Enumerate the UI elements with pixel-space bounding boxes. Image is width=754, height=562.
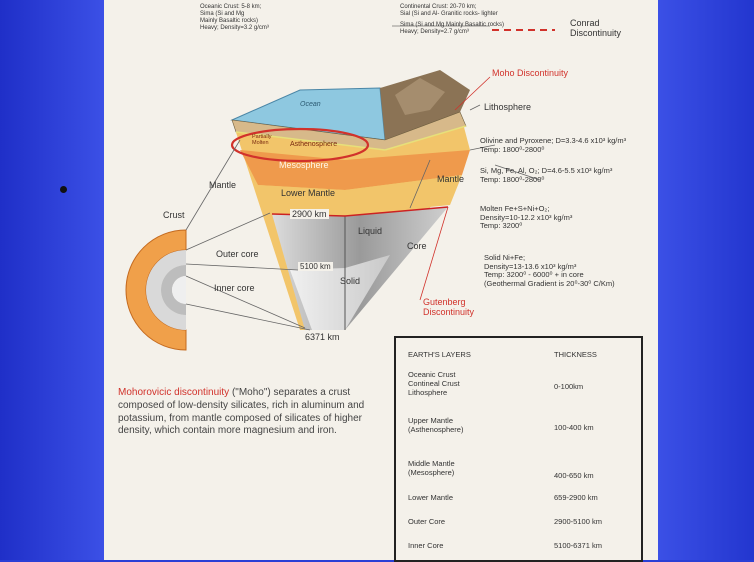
asthenosphere-label: Asthenosphere [290, 141, 337, 149]
conrad-label: Conrad Discontinuity [570, 18, 621, 39]
thickness-cell: 0-100km [554, 382, 583, 391]
thickness-cell: 2900-5100 km [554, 517, 602, 526]
lower-mantle-info: Si, Mg, Fe, Al, O₂; D=4.6-5.5 x10³ kg/m³… [480, 167, 612, 184]
thickness-cell: 659-2900 km [554, 493, 598, 502]
inner-core-label: Inner core [214, 283, 255, 293]
partially-molten-label: Partially Molten [252, 134, 272, 147]
upper-mantle-info: Olivine and Pyroxene; D=3.3-4.6 x10³ kg/… [480, 137, 626, 154]
header-thickness: THICKNESS [554, 350, 597, 359]
solid-label: Solid [340, 276, 360, 286]
thickness-cell: 400-650 km [554, 471, 594, 480]
moho-term: Mohorovicic discontinuity [118, 387, 229, 398]
moho-description: Mohorovicic discontinuity ("Moho") separ… [118, 387, 380, 438]
crust-label: Crust [163, 210, 185, 220]
outer-core-label: Outer core [216, 249, 259, 259]
mantle-left-label: Mantle [209, 180, 236, 190]
layer-cell: Outer Core [408, 517, 445, 526]
continental-crust-note: Continental Crust: 20-70 km; Sial (Si an… [400, 4, 504, 36]
depth-6371-label: 6371 km [305, 332, 340, 342]
globe-cross-section [126, 230, 186, 350]
layer-cell: Inner Core [408, 541, 443, 550]
liquid-label: Liquid [358, 226, 382, 236]
layer-cell: Middle Mantle (Mesosphere) [408, 459, 455, 477]
thickness-cell: 100-400 km [554, 423, 594, 432]
oceanic-crust-note: Oceanic Crust: 5-8 km; Sima (Si and Mg M… [200, 4, 269, 32]
gutenberg-label: Gutenberg Discontinuity [423, 297, 474, 318]
depth-2900-label: 2900 km [290, 209, 329, 219]
layer-cell: Lower Mantle [408, 493, 453, 502]
outer-core-info: Molten Fe+S+Ni+O₂; Density=10-12.2 x10³ … [480, 205, 572, 231]
ocean-label: Ocean [300, 101, 321, 109]
layer-cell: Upper Mantle (Asthenosphere) [408, 416, 463, 434]
mesosphere-label: Mesosphere [279, 160, 329, 170]
moho-label: Moho Discontinuity [492, 68, 568, 78]
lithosphere-label: Lithosphere [484, 102, 531, 112]
earth-layers-table: EARTH'S LAYERS THICKNESS Oceanic Crust C… [394, 336, 643, 562]
layer-cell: Oceanic Crust Contineal Crust Lithospher… [408, 370, 460, 397]
thickness-cell: 5100-6371 km [554, 541, 602, 550]
core-label: Core [407, 241, 427, 251]
mantle-right-label: Mantle [437, 174, 464, 184]
inner-core-info: Solid Ni+Fe; Density=13-13.6 x10³ kg/m³ … [484, 254, 615, 289]
depth-5100-label: 5100 km [298, 262, 333, 271]
header-layers: EARTH'S LAYERS [408, 350, 471, 359]
lower-mantle-label: Lower Mantle [281, 188, 335, 198]
